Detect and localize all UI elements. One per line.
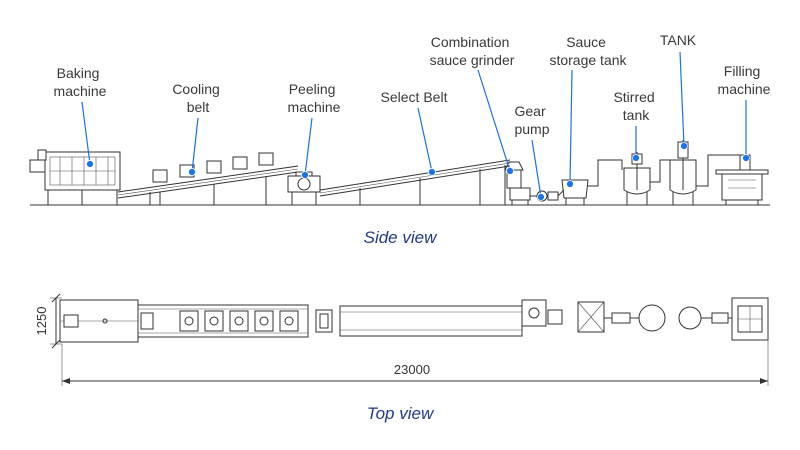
filling-marker <box>742 154 750 162</box>
length-value: 23000 <box>394 362 430 377</box>
top-tank <box>678 306 702 330</box>
label-sauce-storage-tank: Sauce storage tank <box>549 34 627 68</box>
select-belt-drawing <box>319 159 511 205</box>
top-sauce-tank <box>577 301 640 333</box>
stirred-tank-drawing <box>623 152 670 205</box>
width-dimension: 1250 <box>34 293 62 349</box>
leader-lines <box>81 51 750 201</box>
label-tank: TANK <box>660 32 697 48</box>
filling-machine-drawing <box>715 154 769 205</box>
length-dimension: 23000 <box>61 340 769 386</box>
stirred-tank-marker <box>632 154 640 162</box>
label-peeling-machine: Peeling machine <box>288 81 341 115</box>
side-view: Baking machine Cooling belt Peeling mach… <box>29 32 771 247</box>
cooling-marker <box>188 168 196 176</box>
tank-drawing <box>669 140 744 205</box>
label-sauce-grinder: Combination sauce grinder <box>430 34 515 68</box>
top-stirred-tank <box>638 304 666 332</box>
top-peeling-machine <box>315 309 333 333</box>
select-belt-marker <box>428 168 436 176</box>
top-cooling-belt <box>137 304 309 338</box>
top-view: 1250 23000 Top view <box>34 293 769 423</box>
side-view-title: Side view <box>364 228 438 247</box>
cooling-belt-drawing <box>117 152 299 205</box>
label-baking-machine: Baking machine <box>54 65 107 99</box>
label-filling-machine: Filling machine <box>718 63 771 97</box>
label-gear-pump: Gear pump <box>514 103 549 137</box>
tank-marker <box>680 142 688 150</box>
peeling-marker <box>301 171 309 179</box>
grinder-marker <box>506 167 514 175</box>
label-stirred-tank: Stirred tank <box>613 89 658 123</box>
width-value: 1250 <box>34 307 49 336</box>
baking-machine-drawing <box>29 149 121 205</box>
label-select-belt: Select Belt <box>381 89 448 105</box>
top-view-title: Top view <box>367 404 435 423</box>
gear-pump-marker <box>537 193 545 201</box>
top-grinder <box>521 299 563 327</box>
top-select-belt <box>339 305 523 337</box>
top-filling-machine <box>731 297 769 341</box>
label-cooling-belt: Cooling belt <box>172 81 223 115</box>
top-baking-machine <box>59 299 139 343</box>
baking-marker <box>86 160 94 168</box>
sauce-tank-marker <box>566 180 574 188</box>
